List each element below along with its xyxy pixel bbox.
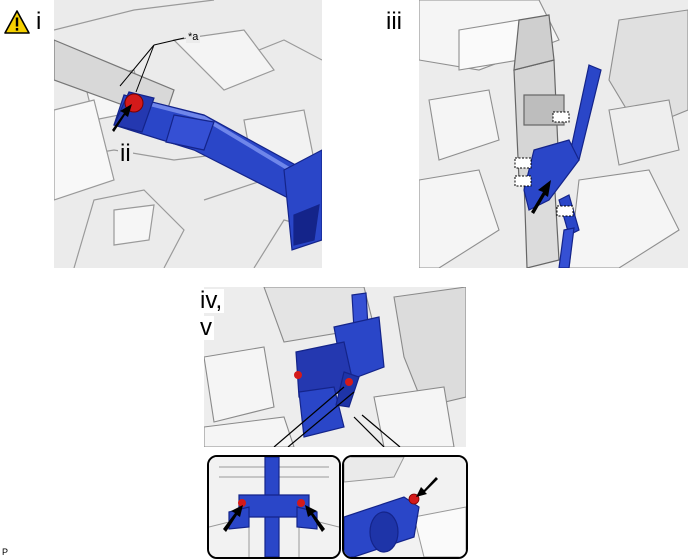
warning-triangle-icon	[4, 10, 30, 34]
step-label-v: v	[198, 314, 214, 341]
figure-code: P	[2, 547, 9, 557]
zoom-inset-left-illustration	[209, 457, 339, 557]
callout-a: *a	[186, 31, 201, 43]
arrow-to-harness	[531, 180, 551, 214]
step-label-iv: iv,	[198, 287, 225, 314]
panel-1-illustration	[54, 0, 322, 268]
intermediate-shaft	[113, 91, 322, 251]
inset-left-arrow-1	[223, 505, 243, 532]
inset-left-bolt-1	[238, 499, 246, 507]
panel-step-1-2	[54, 0, 322, 268]
step-label-ii: ii	[118, 140, 133, 167]
wire-harness	[523, 64, 602, 268]
step-label-iii: iii	[384, 8, 404, 35]
inset-right-arrow	[416, 477, 438, 497]
panel-4-5-illustration	[204, 287, 466, 447]
panel-step-3	[419, 0, 688, 268]
zoom-inset-left	[207, 455, 341, 559]
clamp-markers	[514, 111, 574, 217]
inset-left-arrow-2	[305, 505, 325, 532]
red-bolt-left	[294, 371, 302, 379]
red-bolt-right	[345, 378, 353, 386]
zoom-inset-right-illustration	[344, 457, 466, 557]
step-label-i: i	[34, 8, 44, 35]
steering-column	[295, 292, 385, 438]
panel-step-4-5	[204, 287, 466, 447]
zoom-inset-right	[342, 455, 468, 559]
inset-left-bolt-2	[297, 499, 305, 507]
panel-3-illustration	[419, 0, 688, 268]
arrow-to-bolt	[112, 104, 132, 132]
